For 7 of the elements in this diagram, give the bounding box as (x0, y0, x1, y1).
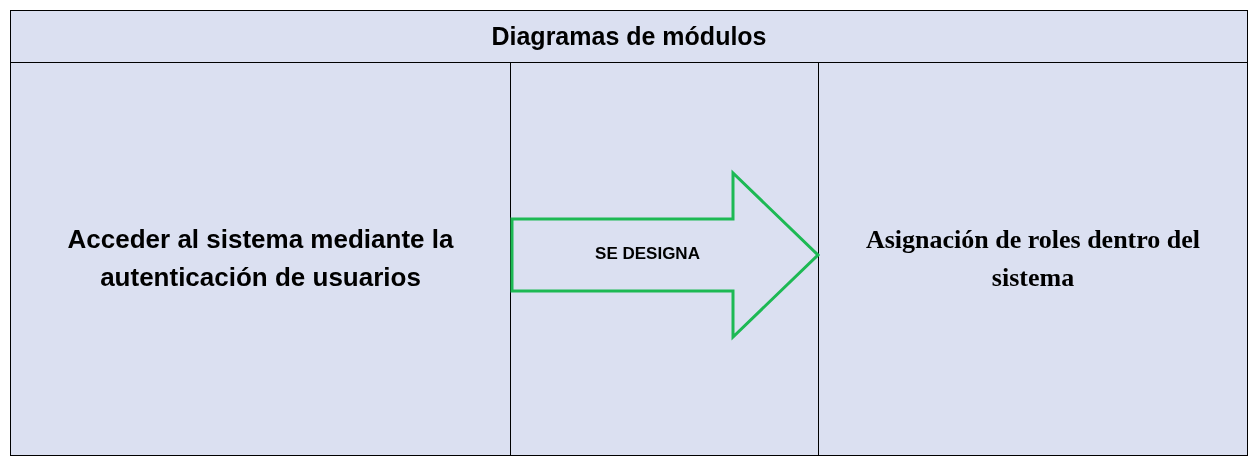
cell-text: Acceder al sistema mediante la autenticación de usuarios (66, 223, 455, 294)
column-cell (510, 62, 819, 456)
table-cell (818, 62, 1248, 456)
title: Diagramas de módulos (491, 21, 767, 53)
block-arrow (510, 169, 821, 341)
cell-text: Asignación de roles dentro del sistema (864, 224, 1202, 294)
table-cell (10, 62, 511, 456)
